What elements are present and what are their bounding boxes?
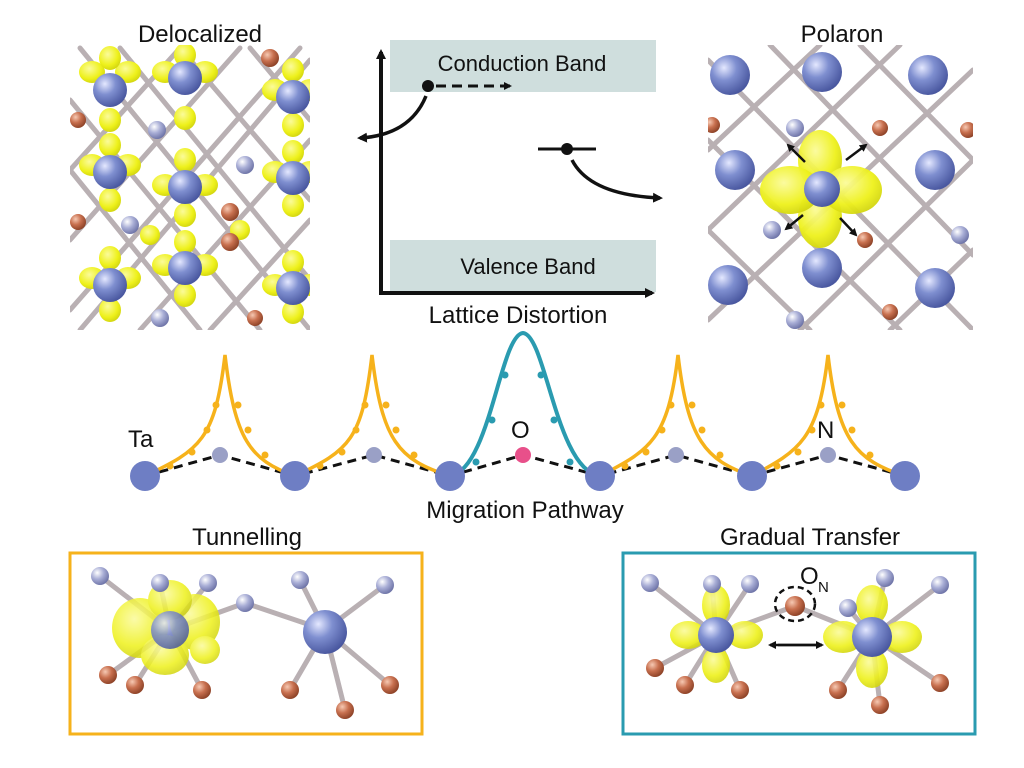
polaron-crystal-image [708, 45, 973, 330]
o-label: O [511, 417, 530, 444]
conduction-band-label: Conduction Band [438, 51, 607, 76]
electron-dot-polaron [561, 143, 573, 155]
barrier-curve-1 [144, 354, 296, 478]
on-dashed-circle [773, 585, 817, 623]
tunnelling-title: Tunnelling [192, 524, 302, 551]
valence-band-box [390, 240, 656, 292]
delocalized-title: Delocalized [138, 21, 262, 48]
polaron-atoms [708, 52, 973, 329]
gradual-transfer-box [621, 551, 977, 736]
on-label: O [800, 563, 819, 590]
ta-atoms-row [130, 461, 920, 491]
teal-curve-points [472, 371, 574, 466]
lattice-distortion-label: Lattice Distortion [429, 302, 608, 329]
n-atoms-row [212, 447, 836, 463]
o-atom-row [515, 447, 531, 463]
gradual-transfer-structure: O N [641, 563, 949, 714]
orange-curve-points [166, 401, 874, 470]
valence-band-label: Valence Band [460, 254, 595, 279]
polaron-title: Polaron [801, 21, 884, 48]
tunnelling-box [68, 551, 424, 736]
barrier-curve-5 [751, 354, 906, 478]
curved-arrow-to-delocalized [357, 95, 428, 143]
curved-arrow-to-polaron [570, 159, 663, 203]
polaron-orbital [760, 130, 882, 248]
tunnelling-structure [91, 567, 399, 719]
n-label: N [817, 417, 834, 444]
migration-pathway-label: Migration Pathway [426, 497, 623, 524]
barrier-curve-4 [599, 354, 753, 478]
gradual-transfer-title: Gradual Transfer [720, 524, 900, 551]
conduction-band-box [390, 40, 656, 92]
migration-pathway: Ta O N Migration Pathway [128, 330, 920, 524]
distortion-arrows [784, 143, 868, 237]
ta-label: Ta [128, 426, 154, 453]
barrier-curve-2 [294, 354, 451, 478]
electron-dot-conduction [422, 80, 434, 92]
on-subscript: N [818, 579, 829, 596]
barrier-curve-teal [449, 330, 601, 478]
band-diagram: Conduction Band Valence Band Lattice Dis… [357, 40, 663, 329]
delocalized-crystal-image [70, 45, 310, 330]
delocalized-atoms [70, 49, 310, 327]
